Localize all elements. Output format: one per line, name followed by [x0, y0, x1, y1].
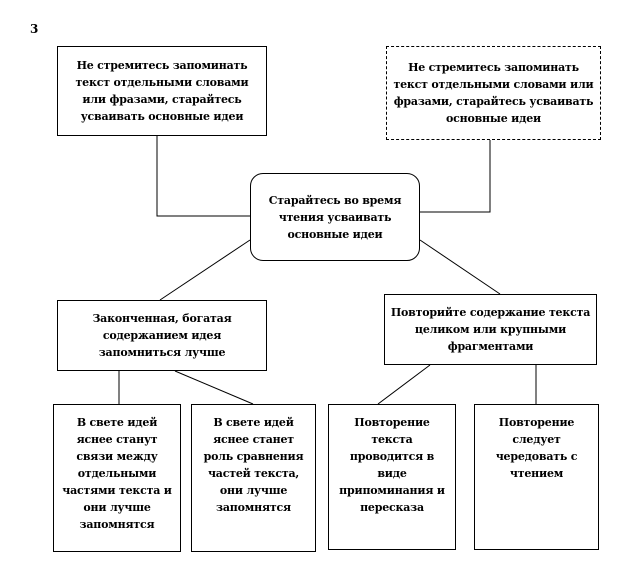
box-center: Старайтесь во время чтения усваивать осн…	[250, 173, 420, 261]
box-mid-left: Законченная, богатая содержанием идея за…	[57, 300, 267, 371]
connector-top-right-center	[420, 140, 491, 213]
box-bottom-1: В свете идей яснее станут связи между от…	[53, 404, 181, 552]
connector-center-mid-right	[419, 239, 501, 295]
box-bottom-2: В свете идей яснее станет роль сравнения…	[191, 404, 316, 552]
box-mid-right: Повторийте содержание текста целиком или…	[384, 294, 597, 365]
connector-mid-left-bottom-2	[174, 370, 254, 405]
box-mid-right-text: Повторийте содержание текста целиком или…	[390, 306, 591, 353]
box-bottom-4: Повторение следует чередовать с чтением	[474, 404, 599, 550]
box-top-right-text: Не стремитесь запоминать текст отдельным…	[393, 61, 594, 125]
box-top-left: Не стремитесь запоминать текст отдельным…	[57, 46, 267, 136]
page-number: 3	[30, 22, 39, 36]
box-top-left-text: Не стремитесь запоминать текст отдельным…	[75, 59, 249, 123]
connector-center-mid-left	[159, 239, 251, 301]
box-center-text: Старайтесь во время чтения усваивать осн…	[268, 193, 402, 241]
box-bottom-1-text: В свете идей яснее станут связи между от…	[62, 416, 172, 531]
box-top-right: Не стремитесь запоминать текст отдельным…	[386, 46, 601, 140]
box-bottom-4-text: Повторение следует чередовать с чтением	[495, 416, 578, 480]
box-bottom-2-text: В свете идей яснее станет роль сравнения…	[203, 416, 304, 514]
connector-top-left-center	[156, 136, 250, 217]
box-mid-left-text: Законченная, богатая содержанием идея за…	[92, 312, 232, 359]
box-bottom-3: Повторение текста проводится в виде прип…	[328, 404, 456, 550]
box-bottom-3-text: Повторение текста проводится в виде прип…	[339, 416, 445, 514]
connector-mid-right-bottom-3	[377, 364, 431, 405]
